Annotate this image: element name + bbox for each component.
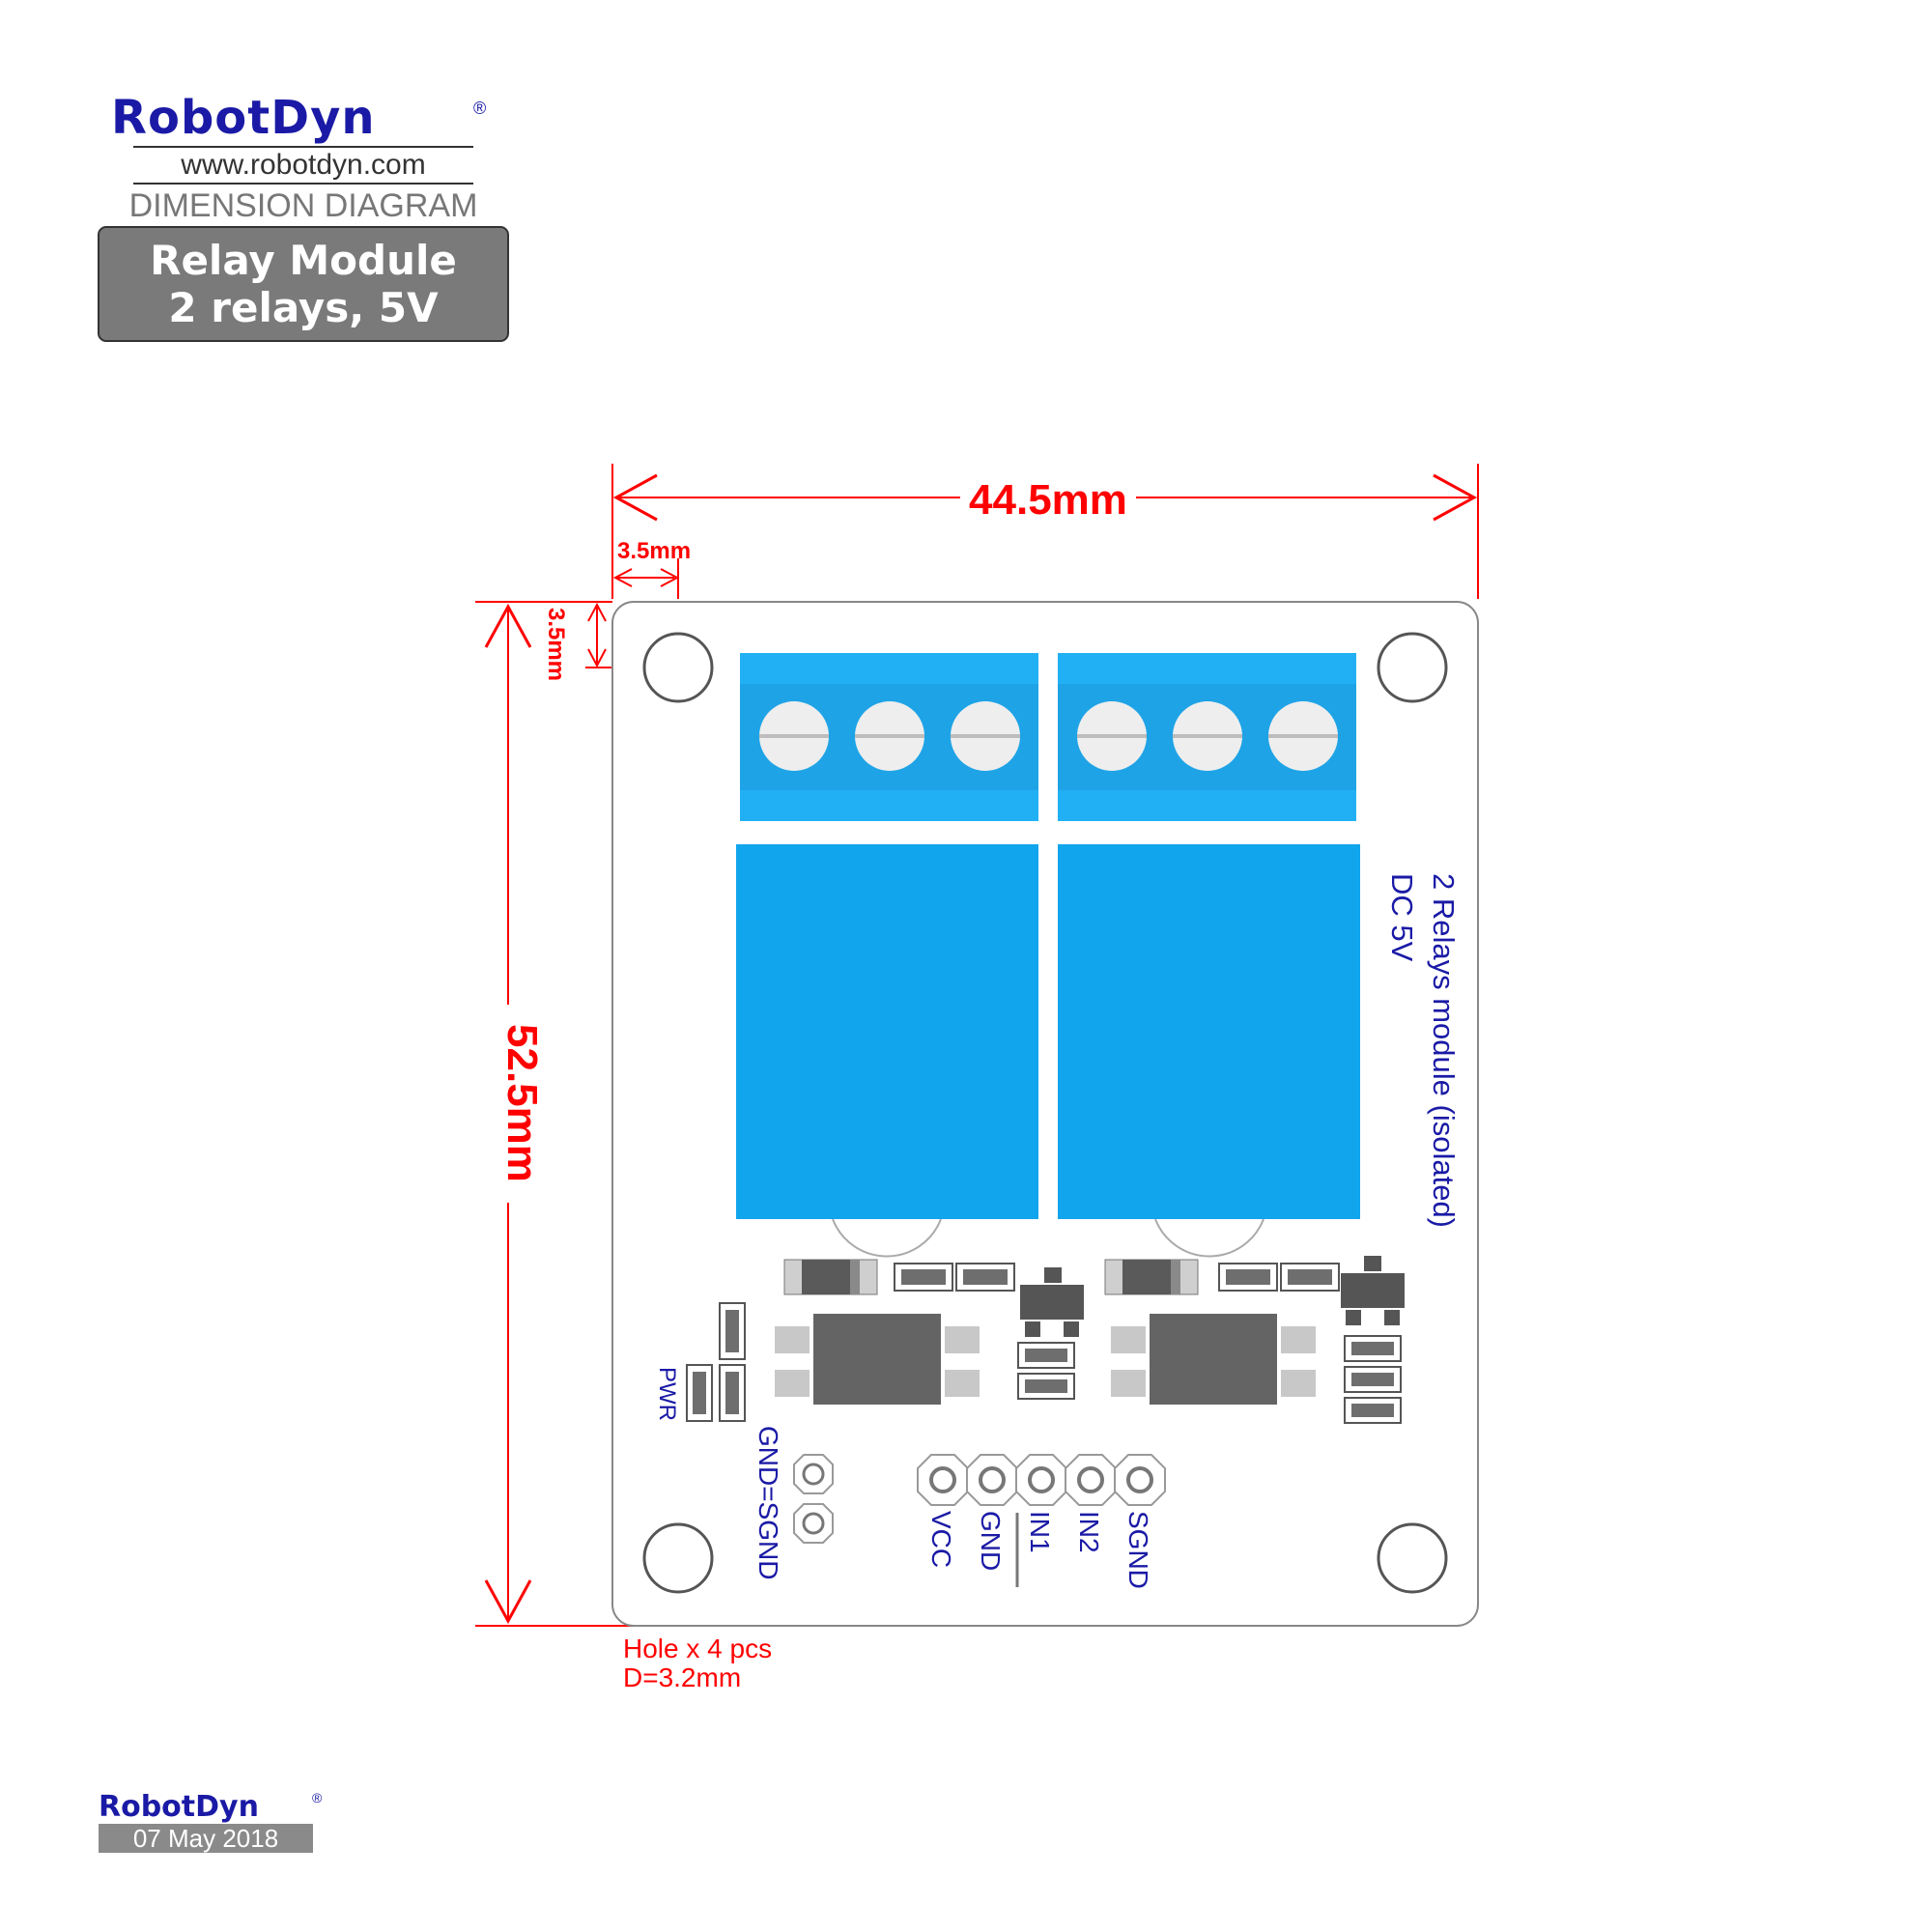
header-pin-vcc [917,1454,969,1506]
pin-label-in2: IN2 [1074,1511,1104,1553]
product-title: Relay Module [150,237,457,284]
terminal-screw [1268,701,1338,771]
width-arrow-left [612,473,658,522]
smd-vertical-resistor [719,1364,746,1422]
terminal-screw [759,701,829,771]
optocoupler-2 [1111,1314,1316,1405]
relay-footprint-arc [1154,1218,1264,1258]
gnd-jumper [793,1454,834,1544]
power-led [686,1364,713,1422]
header: RobotDyn ® www.robotdyn.com DIMENSION DI… [98,91,509,342]
pin-label-gnd: GND [976,1511,1006,1571]
diode [1104,1259,1199,1295]
smd-resistor [1280,1263,1340,1292]
footer: RobotDyn ® 07 May 2018 [99,1790,323,1853]
date-badge [99,1824,313,1853]
hole-note-diameter: D=3.2mm [623,1662,741,1692]
brand-logo: RobotDyn [111,91,376,145]
diode [783,1259,878,1295]
smd-resistor [1344,1366,1402,1393]
offset-y-arrow-top [587,602,607,622]
pin-label-vcc: VCC [926,1511,956,1568]
smd-vertical-resistor [719,1302,746,1360]
smd-resistor [1218,1263,1278,1292]
footer-registered-mark: ® [312,1790,323,1805]
mounting-hole [642,1522,714,1594]
height-arrow-top [484,603,532,648]
terminal-screw [1077,701,1147,771]
offset-x-arrow-right [660,568,680,587]
pwr-label: PWR [654,1367,680,1421]
header-pin-in1 [1015,1454,1067,1506]
pin-label-sgnd: SGND [1123,1511,1153,1589]
terminal-block-1 [740,653,1038,821]
header-pin-sgnd [1114,1454,1166,1506]
width-label: 44.5mm [969,476,1127,524]
smd-resistor [1344,1335,1402,1362]
terminal-screw [855,701,924,771]
gnd-sgnd-label: GND=SGND [753,1426,783,1579]
registered-mark: ® [473,99,486,118]
hole-note-count: Hole x 4 pcs [623,1634,772,1663]
offset-y-label: 3.5mm [543,608,569,681]
width-arrow-right [1433,473,1478,522]
height-dimension: 52.5mm [475,601,638,1627]
transistor [1341,1256,1405,1325]
smd-resistor [955,1263,1015,1292]
height-arrow-bottom [484,1579,532,1625]
product-badge [98,226,509,342]
relay-2 [1058,844,1360,1219]
doc-type-text: DIMENSION DIAGRAM [129,187,478,224]
offset-x-label: 3.5mm [617,538,691,564]
header-pin-in2 [1065,1454,1117,1506]
smd-resistor [1344,1397,1402,1424]
mounting-hole [1377,632,1448,703]
height-label: 52.5mm [498,1024,546,1182]
silk-voltage: DC 5V [1385,873,1419,962]
optocoupler-1 [775,1314,980,1405]
pcb-board: 2 Relays module (isolated) DC 5V [611,601,1479,1627]
date-text: 07 May 2018 [133,1824,278,1853]
offset-x-arrow-left [612,568,633,587]
mounting-hole [642,632,714,703]
header-pin-gnd [966,1454,1018,1506]
silk-module-name: 2 Relays module (isolated) [1427,873,1461,1228]
smd-resistor [1017,1373,1075,1400]
hole-offset-dimensions: 3.5mm 3.5mm [543,538,691,681]
product-subtitle: 2 relays, 5V [168,284,439,331]
relay-1 [736,844,1038,1219]
terminal-screw [1173,701,1242,771]
pin-label-in1: IN1 [1025,1511,1055,1553]
footer-brand-logo: RobotDyn [99,1790,259,1824]
terminal-screw [951,701,1020,771]
width-dimension: 44.5mm [611,464,1479,599]
pin-header [917,1454,1166,1506]
relay-footprint-arc [832,1218,942,1258]
offset-y-arrow-bottom [587,648,607,668]
smd-resistor [894,1263,953,1292]
smd-resistor [1017,1342,1075,1369]
website-text: www.robotdyn.com [180,149,425,181]
transistor [1020,1267,1084,1337]
mounting-hole [1377,1522,1448,1594]
terminal-block-2 [1058,653,1356,821]
